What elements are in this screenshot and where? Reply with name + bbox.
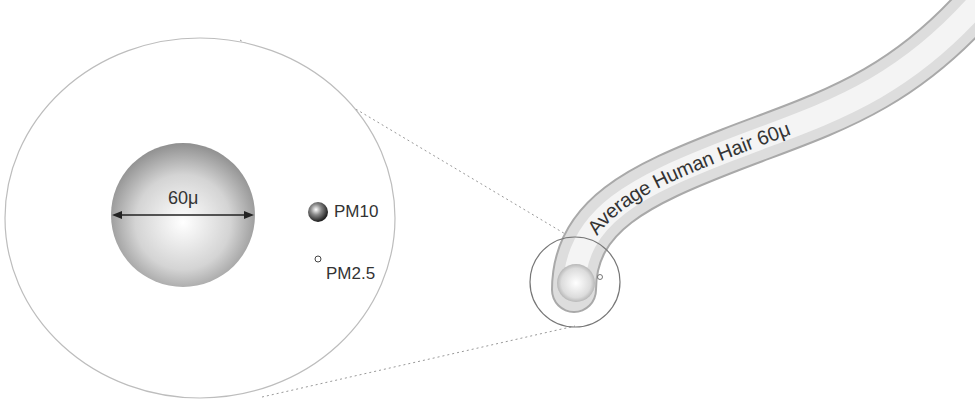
pm25-particle — [315, 256, 321, 262]
zoom-circle — [530, 237, 620, 327]
hair-caption-holder: Average Human Hair 60μ — [583, 117, 793, 238]
arrow-head — [112, 211, 122, 219]
pm25-label: PM2.5 — [326, 265, 375, 284]
dimension-label: 60μ — [168, 189, 198, 209]
hair-highlight — [574, 0, 975, 290]
hair-strand — [574, 0, 975, 290]
hair-end — [557, 264, 595, 302]
arrow-head — [244, 211, 254, 219]
pm10-label: PM10 — [334, 203, 378, 222]
particle-dot — [598, 275, 603, 280]
dimension-line — [116, 214, 250, 215]
hair-strand-edge — [574, 0, 975, 290]
magnified-view — [5, 38, 395, 398]
pm10-particle — [308, 202, 328, 222]
hair-cross-section — [111, 143, 255, 287]
hair-label: Average Human Hair 60μ — [583, 117, 793, 238]
